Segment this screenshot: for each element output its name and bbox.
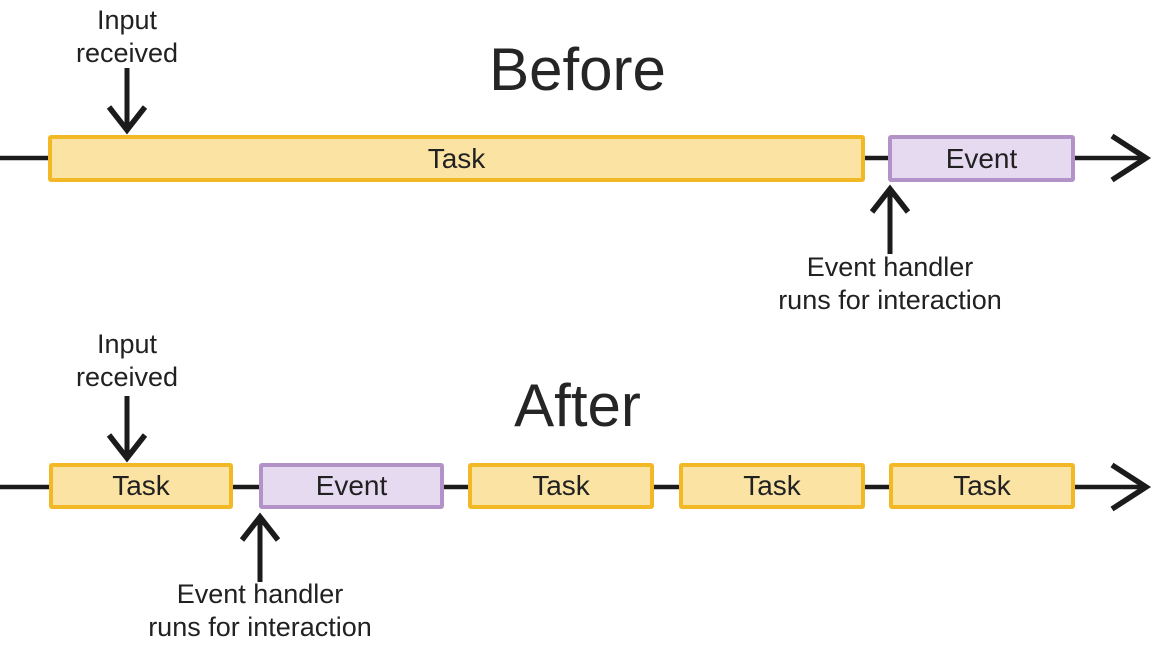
after-input-received-label: Input received bbox=[75, 329, 179, 392]
after-event-box: Event bbox=[259, 463, 444, 509]
after-task-label-4: Task bbox=[953, 470, 1011, 501]
after-event-label: Event bbox=[315, 470, 388, 501]
after-title: After bbox=[514, 372, 641, 439]
before-event-handler-arrow bbox=[869, 184, 911, 254]
before-event-handler-label: Event handler runs for interaction bbox=[778, 252, 1002, 315]
after-task-label-1: Task bbox=[112, 470, 170, 501]
before-event-box: Event bbox=[888, 135, 1075, 182]
after-task-box-3: Task bbox=[679, 463, 865, 509]
before-task-box: Task bbox=[48, 135, 865, 182]
after-input-arrow bbox=[106, 396, 148, 463]
before-title: Before bbox=[489, 36, 666, 103]
after-task-label-2: Task bbox=[532, 470, 590, 501]
after-task-box-1: Task bbox=[49, 463, 233, 509]
after-task-box-2: Task bbox=[468, 463, 654, 509]
after-task-label-3: Task bbox=[743, 470, 801, 501]
after-event-handler-label: Event handler runs for interaction bbox=[148, 579, 372, 642]
after-event-handler-arrow bbox=[239, 512, 281, 582]
before-input-received-label: Input received bbox=[75, 5, 179, 68]
after-task-box-4: Task bbox=[889, 463, 1075, 509]
before-event-label: Event bbox=[945, 142, 1018, 174]
before-task-label: Task bbox=[427, 142, 486, 174]
before-input-arrow bbox=[106, 68, 148, 135]
